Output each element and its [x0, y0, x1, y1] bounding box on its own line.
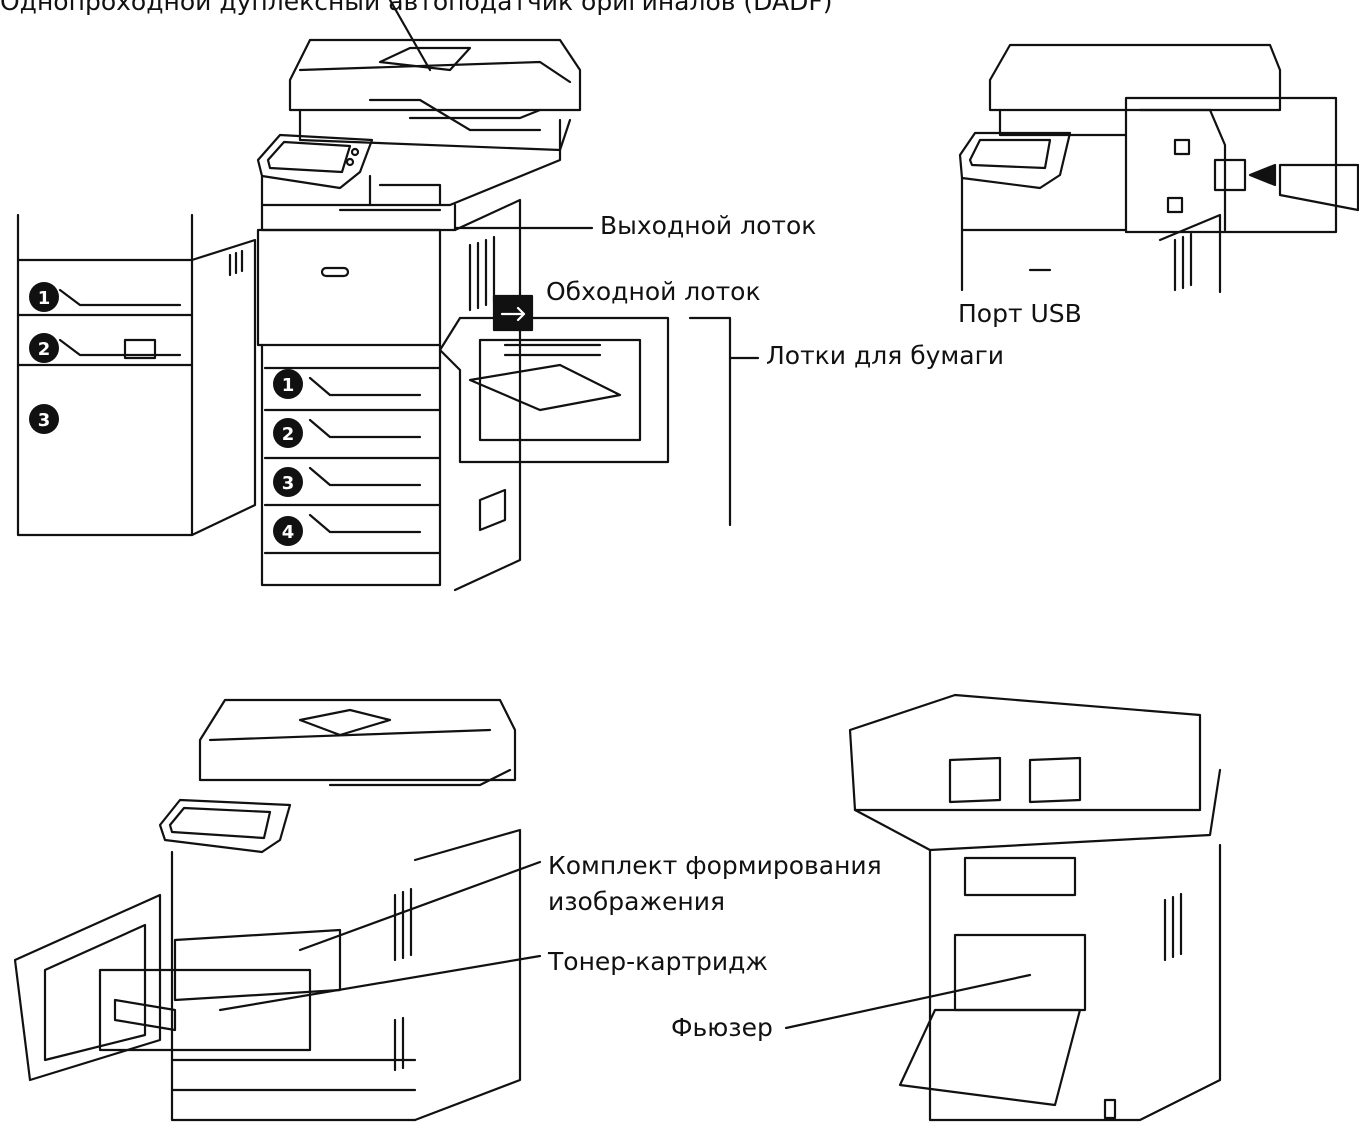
side-tray-number: 1 — [38, 288, 51, 309]
adf-label: Однопроходной дуплексный автоподатчик ор… — [0, 0, 832, 18]
imaging-kit-label-line1: Комплект формирования — [548, 848, 882, 884]
main-tray-number: 3 — [282, 473, 295, 494]
side-tray-stack — [18, 215, 255, 535]
side-tray-number: 2 — [38, 339, 51, 360]
toner-cartridge-label: Тонер-картридж — [548, 946, 768, 978]
main-tray-number: 4 — [282, 522, 295, 543]
open-front-printer — [15, 700, 540, 1120]
main-tray-number: 1 — [282, 375, 295, 396]
fuser-label: Фьюзер — [671, 1012, 773, 1044]
main-tray-number: 2 — [282, 424, 295, 445]
bypass-tray-label: Обходной лоток — [546, 276, 761, 308]
paper-trays-label: Лотки для бумаги — [766, 340, 1004, 372]
usb-port-label: Порт USB — [958, 298, 1082, 330]
imaging-kit-label-line2: изображения — [548, 884, 882, 920]
usb-printer — [960, 45, 1358, 292]
side-tray-number: 3 — [38, 410, 51, 431]
imaging-kit-label: Комплект формирования изображения — [548, 848, 882, 920]
output-tray-label: Выходной лоток — [600, 210, 816, 242]
